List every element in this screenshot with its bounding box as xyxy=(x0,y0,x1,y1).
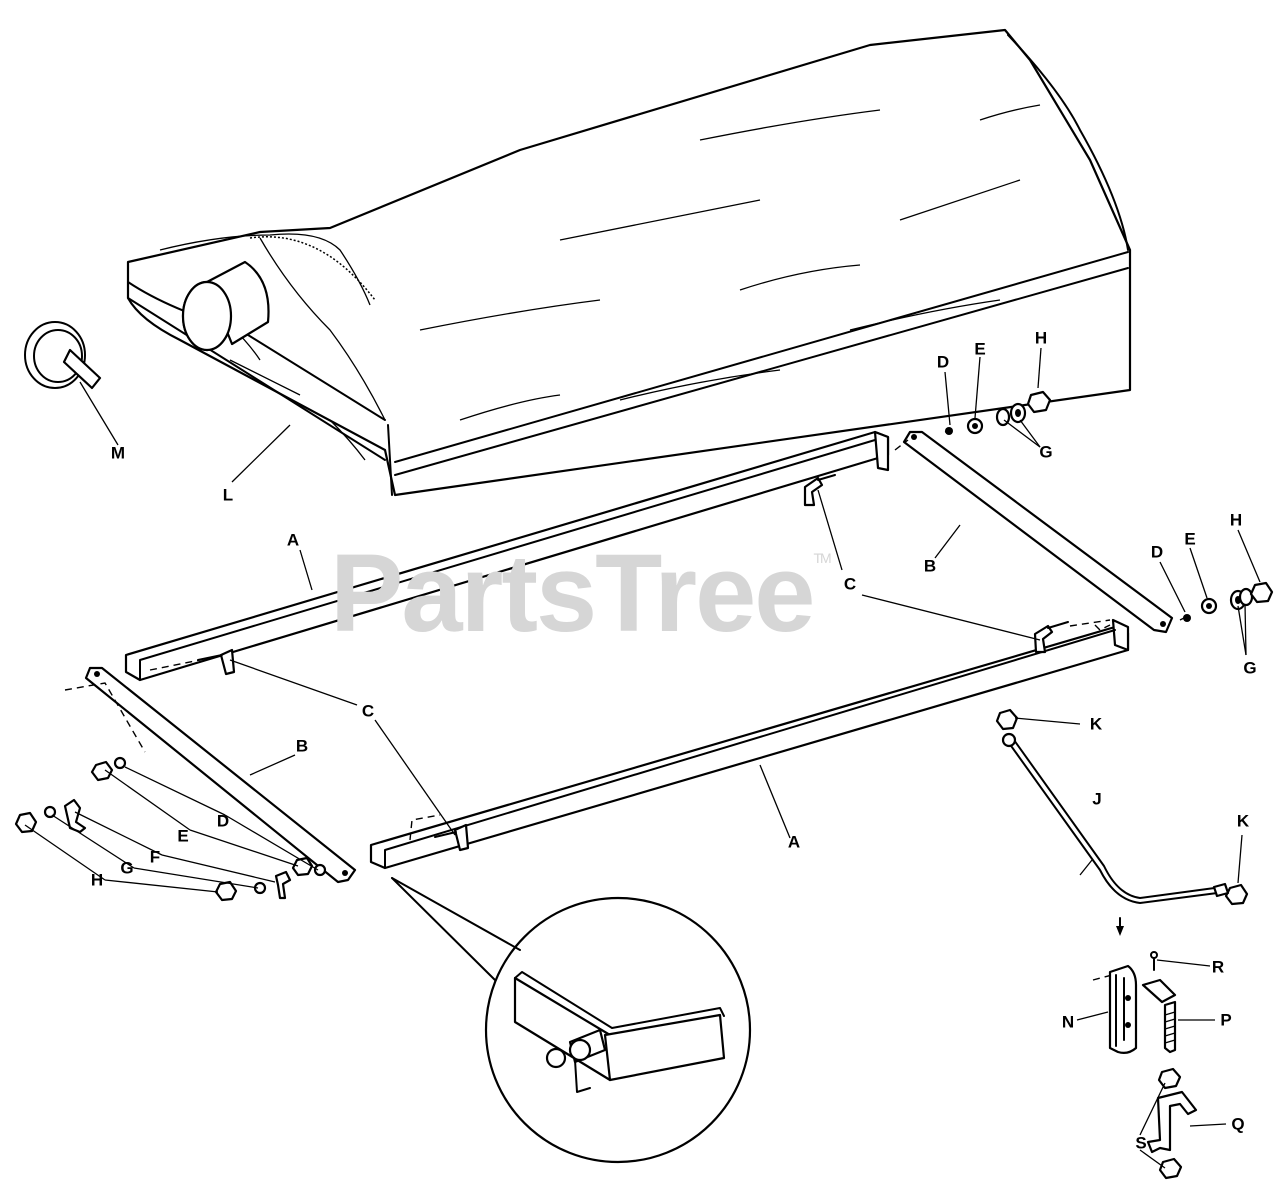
hose-clamp xyxy=(24,321,102,390)
callout-h-left: H xyxy=(90,870,104,890)
callout-k-lower: K xyxy=(1236,811,1250,831)
detail-magnifier xyxy=(391,877,752,1164)
callout-e-upper: E xyxy=(974,339,986,359)
callout-m: M xyxy=(110,443,126,463)
callout-l: L xyxy=(222,485,234,505)
callout-r: R xyxy=(1211,957,1225,977)
callout-b-left: B xyxy=(295,736,309,756)
frame-rail-back xyxy=(124,430,890,682)
callout-d-upper: D xyxy=(936,352,950,372)
callout-g-left: G xyxy=(120,858,134,878)
callout-b-right: B xyxy=(923,556,937,576)
frame-rail-front xyxy=(369,618,1130,870)
callout-s: S xyxy=(1135,1133,1147,1153)
alignment-lines xyxy=(64,429,1191,981)
callout-e-right: E xyxy=(1184,529,1196,549)
callout-a-back: A xyxy=(286,530,300,550)
callout-h-right: H xyxy=(1229,510,1243,530)
hardware-upper-right xyxy=(945,390,1274,622)
callout-k-upper: K xyxy=(1089,714,1103,734)
callout-a-front: A xyxy=(787,832,801,852)
callout-q: Q xyxy=(1231,1114,1245,1134)
bracket-c xyxy=(197,474,1069,852)
callout-h-upper: H xyxy=(1034,328,1048,348)
callout-p: P xyxy=(1220,1010,1232,1030)
callout-d-left: D xyxy=(216,811,230,831)
callout-g-right: G xyxy=(1243,658,1257,678)
callout-j: J xyxy=(1092,789,1102,809)
callout-c-upper: C xyxy=(843,574,857,594)
callout-d-right: D xyxy=(1150,542,1164,562)
grass-bag xyxy=(126,28,1132,497)
callout-f: F xyxy=(149,847,161,867)
side-bar-right xyxy=(902,430,1174,634)
latch-assembly xyxy=(1108,917,1198,1180)
callout-c-left: C xyxy=(361,701,375,721)
side-bar-left xyxy=(84,666,357,884)
support-rod xyxy=(995,708,1249,906)
leader-lines xyxy=(24,347,1261,1169)
callout-n: N xyxy=(1061,1012,1075,1032)
callout-e-left: E xyxy=(177,826,189,846)
callout-g-upper: G xyxy=(1039,442,1053,462)
